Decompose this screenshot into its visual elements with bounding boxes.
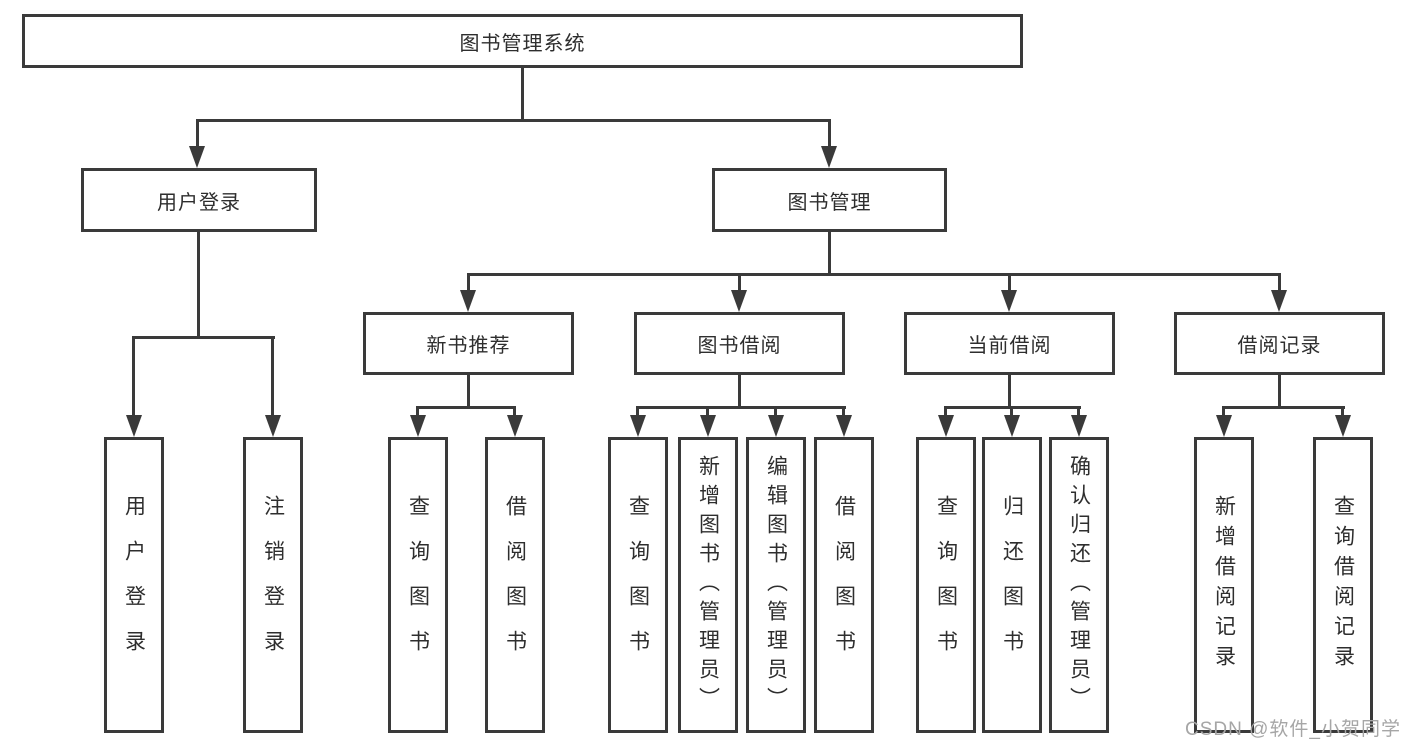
connector-vline [828,231,831,275]
connector-stub [1077,406,1080,418]
leaf-add-borrow-record: 新增借阅记录 [1194,437,1254,733]
connector-stub [513,406,516,418]
arrow-down-icon [410,415,426,437]
arrow-down-icon [938,415,954,437]
arrow-down-icon [630,415,646,437]
leaf-label: 查询借阅记录 [1331,495,1355,675]
arrow-down-icon [460,290,476,312]
leaf-borrow-books: 借阅图书 [485,437,545,733]
connector-stub [842,406,845,418]
leaf-label: 查询图书 [934,495,958,675]
connector-hline [132,336,275,339]
arrow-down-icon [126,415,142,437]
connector-stub [636,406,639,418]
arrow-down-icon [1001,290,1017,312]
connector-hline [467,273,1281,276]
leaf-borrow-books: 借阅图书 [814,437,874,733]
connector-stub [774,406,777,418]
arrow-down-icon [1071,415,1087,437]
arrow-down-icon [700,415,716,437]
arrow-down-icon [768,415,784,437]
arrow-down-icon [265,415,281,437]
connector-stub [467,273,470,295]
node-book-management: 图书管理 [712,168,947,232]
arrow-down-icon [821,146,837,168]
connector-vline [1278,374,1281,409]
leaf-label: 借阅图书 [832,495,856,675]
connector-hline [636,406,846,409]
connector-stub [944,406,947,418]
node-new-book-recommend: 新书推荐 [363,312,574,375]
leaf-label: 新增图书（管理员） [696,454,720,716]
connector-stub [1278,273,1281,295]
arrow-down-icon [189,146,205,168]
connector-vline [1008,374,1011,409]
leaf-label: 确认归还（管理员） [1067,454,1091,716]
leaf-label: 借阅图书 [503,495,527,675]
leaf-label: 归还图书 [1000,495,1024,675]
connector-root-hline [196,119,831,122]
connector-stub [828,119,831,152]
arrow-down-icon [1335,415,1351,437]
arrow-down-icon [507,415,523,437]
leaf-label: 查询图书 [406,495,430,675]
connector-root-vline [521,66,524,122]
leaf-query-books: 查询图书 [388,437,448,733]
leaf-edit-books-admin: 编辑图书（管理员） [746,437,806,733]
connector-stub [706,406,709,418]
leaf-logout: 注销登录 [243,437,303,733]
node-borrow-records: 借阅记录 [1174,312,1385,375]
arrow-down-icon [1004,415,1020,437]
connector-vline [467,374,470,409]
arrow-down-icon [1271,290,1287,312]
leaf-query-books: 查询图书 [916,437,976,733]
connector-hline [1222,406,1345,409]
arrow-down-icon [1216,415,1232,437]
connector-hline [416,406,516,409]
connector-stub [1010,406,1013,418]
leaf-label: 注销登录 [261,495,285,675]
connector-vline [197,231,200,338]
leaf-label: 新增借阅记录 [1212,495,1236,675]
connector-stub [271,336,274,421]
leaf-label: 用户登录 [122,495,146,675]
leaf-label: 查询图书 [626,495,650,675]
connector-stub [132,336,135,421]
arrow-down-icon [836,415,852,437]
node-root: 图书管理系统 [22,14,1023,68]
csdn-watermark: CSDN @软件_小贺同学 [1185,719,1401,740]
node-user-login: 用户登录 [81,168,317,232]
leaf-user-login: 用户登录 [104,437,164,733]
connector-stub [1222,406,1225,418]
leaf-query-books: 查询图书 [608,437,668,733]
leaf-return-books: 归还图书 [982,437,1042,733]
leaf-add-books-admin: 新增图书（管理员） [678,437,738,733]
connector-vline [738,374,741,409]
node-current-borrowing: 当前借阅 [904,312,1115,375]
leaf-query-borrow-record: 查询借阅记录 [1313,437,1373,733]
connector-stub [1341,406,1344,418]
node-book-borrowing: 图书借阅 [634,312,845,375]
connector-stub [196,119,199,152]
connector-stub [738,273,741,295]
leaf-label: 编辑图书（管理员） [764,454,788,716]
connector-stub [416,406,419,418]
arrow-down-icon [731,290,747,312]
connector-stub [1008,273,1011,295]
leaf-confirm-return-admin: 确认归还（管理员） [1049,437,1109,733]
